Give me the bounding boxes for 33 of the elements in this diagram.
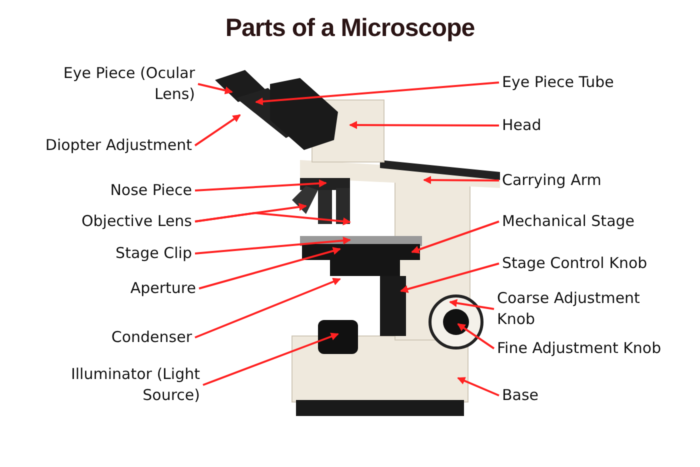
leader-line bbox=[194, 179, 327, 192]
leader-line bbox=[457, 323, 495, 350]
part-label: Coarse Adjustment Knob bbox=[497, 288, 667, 330]
part-label: Carrying Arm bbox=[502, 170, 642, 191]
part-label: Head bbox=[502, 115, 582, 136]
leader-line bbox=[349, 121, 499, 130]
part-label: Illuminator (Light Source) bbox=[60, 364, 200, 406]
part-label: Aperture bbox=[76, 278, 196, 299]
part-label: Fine Adjustment Knob bbox=[497, 338, 667, 359]
part-label: Stage Control Knob bbox=[502, 253, 692, 274]
leader-line bbox=[198, 247, 341, 290]
part-label: Eye Piece (Ocular Lens) bbox=[25, 63, 195, 105]
leader-line bbox=[255, 82, 500, 106]
leader-line bbox=[194, 236, 351, 254]
leader-line bbox=[457, 377, 500, 396]
leader-line bbox=[400, 262, 500, 293]
part-label: Stage Clip bbox=[72, 243, 192, 264]
leader-line bbox=[449, 299, 494, 310]
leader-line bbox=[411, 220, 500, 254]
part-label: Diopter Adjustment bbox=[7, 135, 192, 156]
part-label: Nose Piece bbox=[72, 180, 192, 201]
part-label: Eye Piece Tube bbox=[502, 72, 672, 93]
leader-line bbox=[194, 278, 341, 338]
leader-line bbox=[202, 332, 339, 386]
leader-line bbox=[198, 83, 233, 94]
part-label: Condenser bbox=[72, 327, 192, 348]
part-label: Mechanical Stage bbox=[502, 211, 667, 232]
leader-line bbox=[423, 176, 499, 184]
part-label: Objective Lens bbox=[52, 211, 192, 232]
part-label: Base bbox=[502, 385, 582, 406]
leader-line bbox=[194, 212, 351, 226]
title: Parts of a Microscope bbox=[224, 14, 476, 43]
leader-line bbox=[194, 114, 241, 146]
